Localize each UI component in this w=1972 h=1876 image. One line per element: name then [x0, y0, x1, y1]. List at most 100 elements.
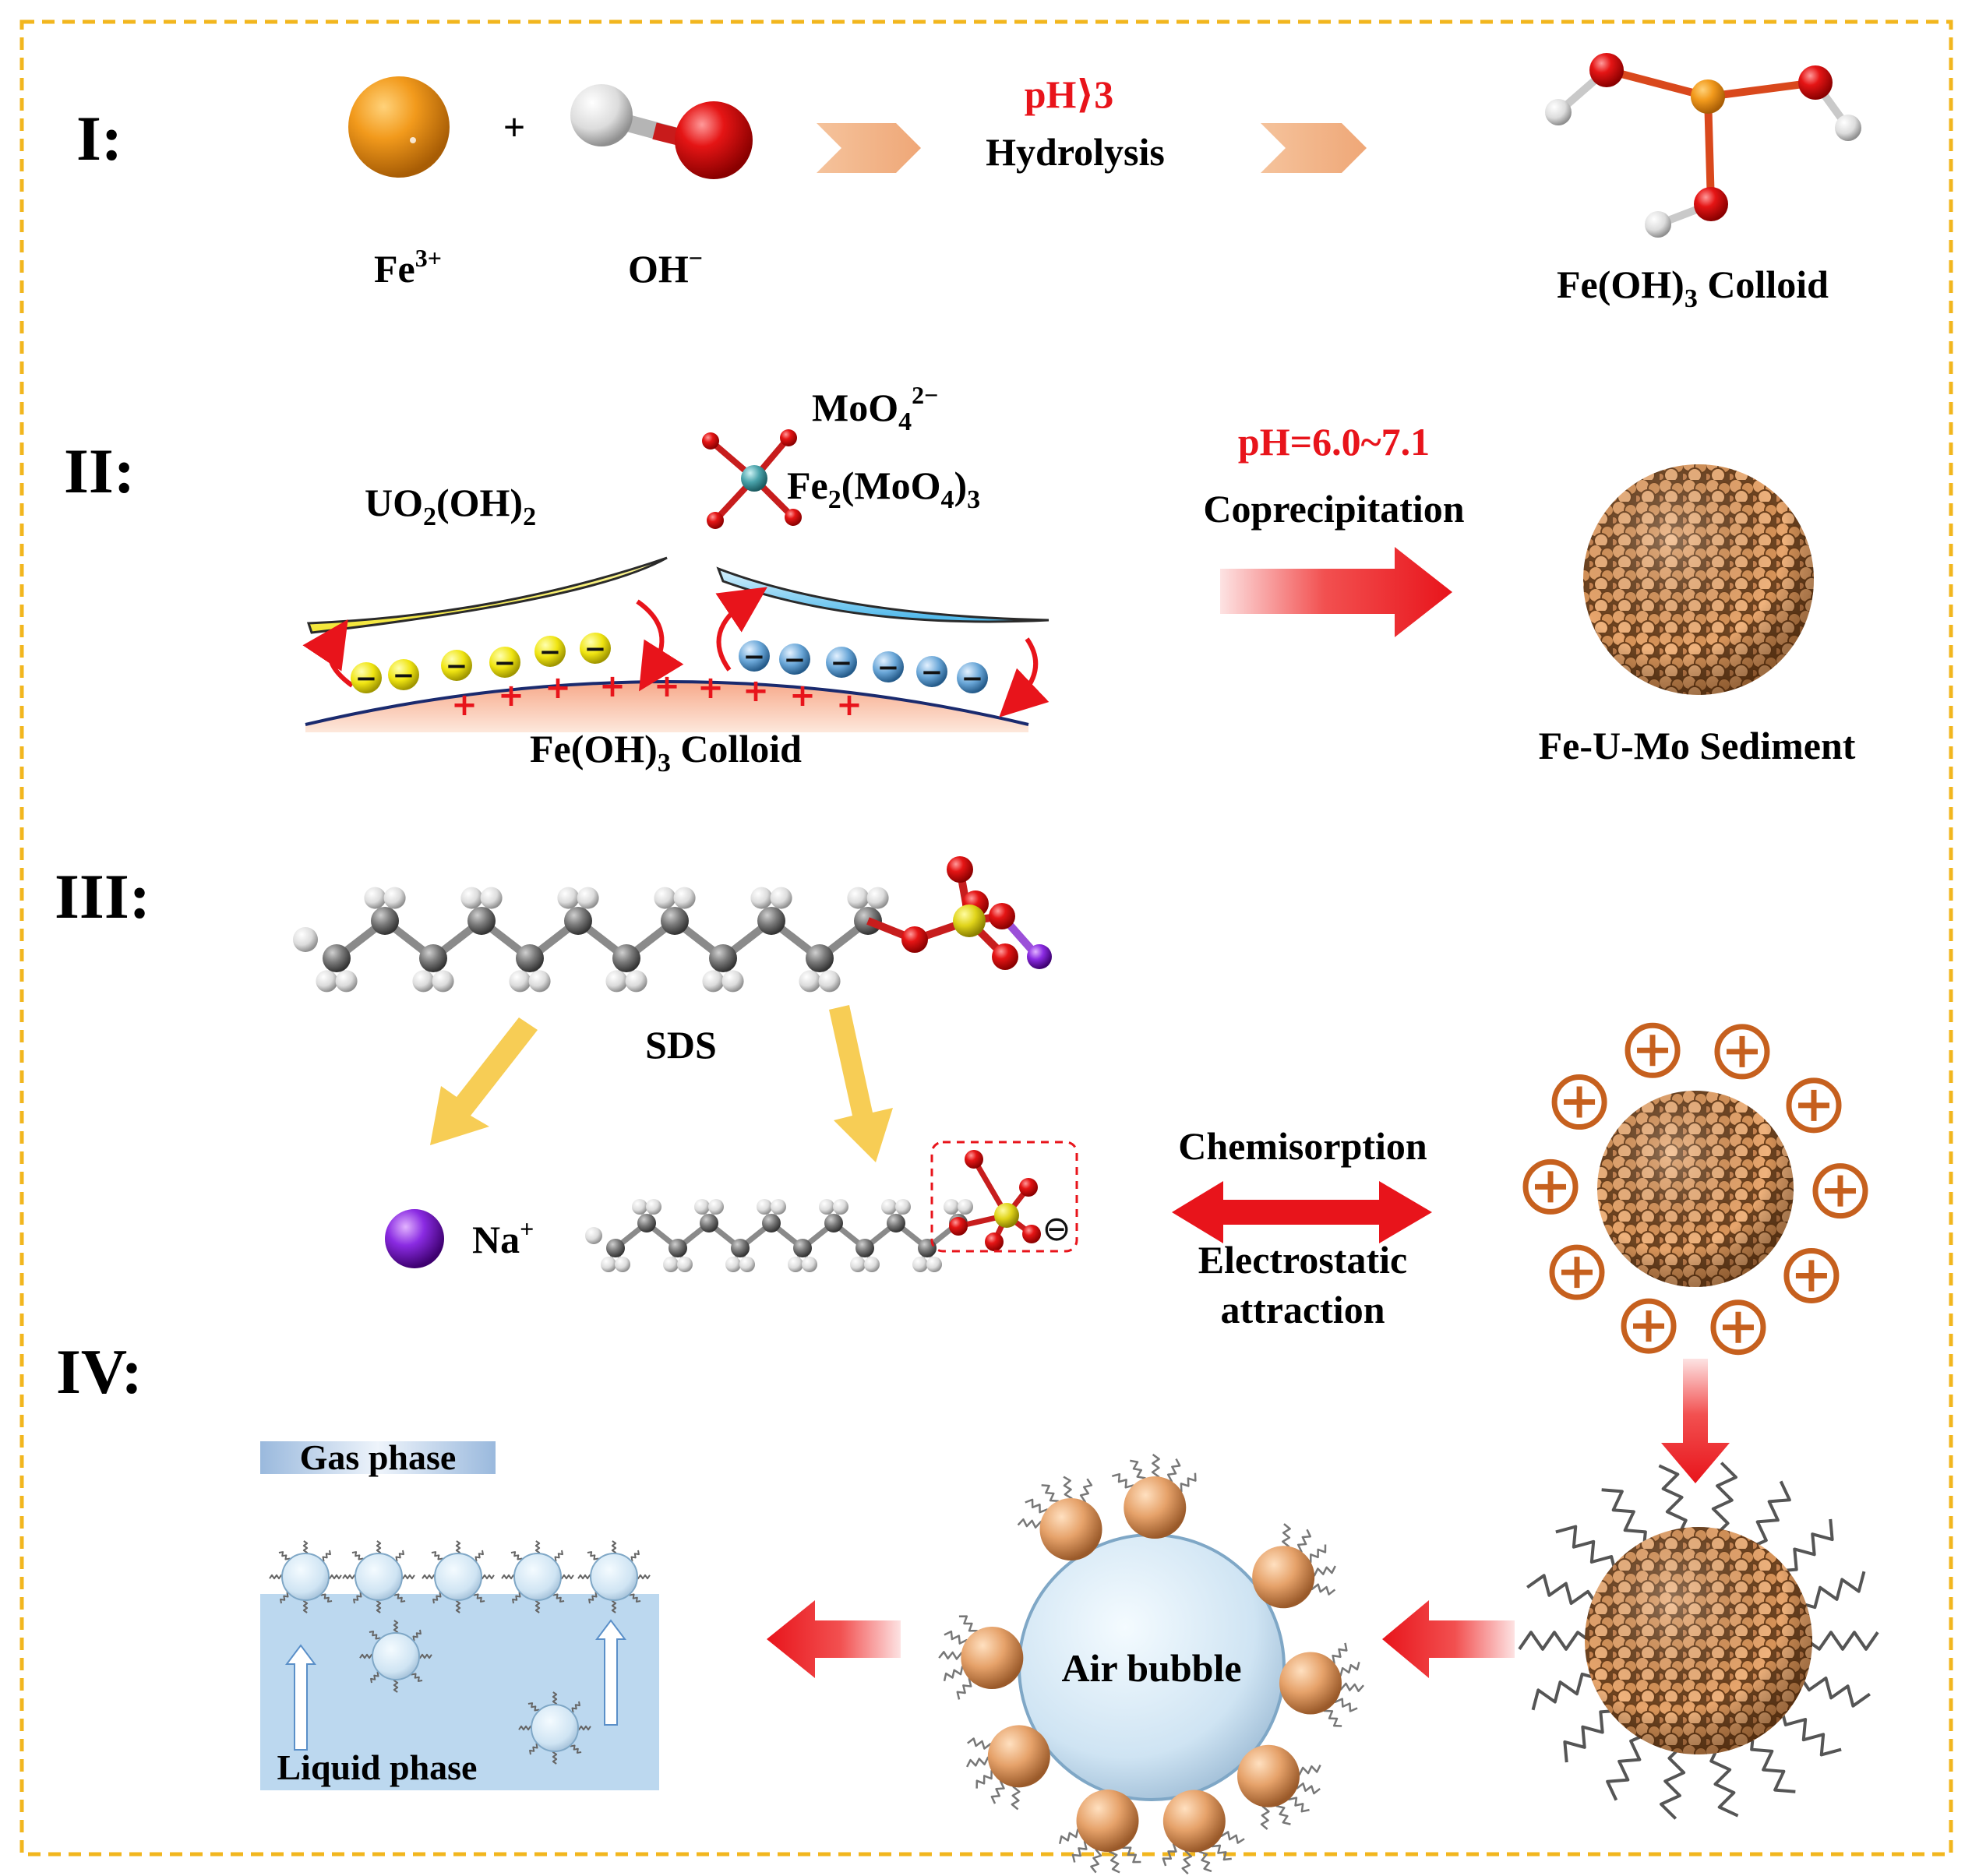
- molybdate-anion-group: −−−−−−: [739, 640, 988, 694]
- plus-sign: +: [503, 105, 526, 149]
- molybdate-anion: −: [957, 662, 988, 694]
- uranyl-anion: −: [580, 633, 611, 665]
- anion-minus-sign: −: [539, 636, 562, 668]
- coprecipitation-label: Coprecipitation: [1203, 487, 1464, 531]
- gas-phase-label: Gas phase: [300, 1437, 457, 1477]
- anion-minus-sign: −: [494, 647, 517, 679]
- molybdate-anion: −: [873, 651, 904, 683]
- chevron-arrow-left: [817, 123, 921, 173]
- double-arrow-icon: [1172, 1181, 1432, 1243]
- anion-minus-sign: −: [584, 633, 607, 665]
- left-arrow-1: [1382, 1600, 1515, 1678]
- hydroxide-label: OH−: [628, 244, 703, 291]
- uranyl-anion-group: −−−−−−: [351, 633, 611, 694]
- colloid-positive-charges: +++++++++: [451, 668, 863, 723]
- uranyl-hydroxide-label: UO2(OH)2: [365, 481, 536, 531]
- anion-minus-sign: −: [355, 663, 378, 694]
- colloid-surface: [305, 682, 1028, 732]
- anion-minus-sign: −: [961, 663, 984, 694]
- anion-minus-sign: −: [393, 660, 415, 691]
- dissociation-arrow-left: [430, 1017, 538, 1145]
- dissociation-arrow-right: [829, 1005, 893, 1162]
- section-label-iii: III:: [55, 861, 150, 932]
- moo4-tetrahedron-icon: [702, 429, 802, 529]
- uranyl-anion: −: [388, 659, 419, 691]
- chevron-arrow-right: [1261, 123, 1367, 173]
- positive-charge-badge: [1551, 1074, 1607, 1130]
- positive-charge-badge: [1812, 1163, 1868, 1219]
- molybdate-anion: −: [739, 640, 770, 672]
- anion-minus-sign: −: [877, 652, 900, 683]
- uranyl-anion: −: [441, 650, 472, 682]
- positive-charge: +: [498, 678, 524, 714]
- anion-minus-sign: −: [831, 647, 853, 679]
- positive-charge: +: [743, 673, 769, 709]
- anion-minus-sign: −: [446, 651, 468, 682]
- down-arrow: [1661, 1359, 1730, 1483]
- positive-charge-ring: [1522, 1022, 1868, 1356]
- uranyl-anion: −: [489, 647, 520, 679]
- molybdate-anion: −: [826, 647, 857, 679]
- chemisorption-label: Chemisorption: [1178, 1124, 1427, 1168]
- positive-charge-badge: [1549, 1244, 1605, 1300]
- positive-charge-badge: [1625, 1022, 1681, 1078]
- section-label-i: I:: [76, 103, 122, 174]
- molybdate-anion: −: [916, 656, 947, 688]
- molybdate-label: MoO42−: [812, 381, 938, 436]
- coprecipitation-condition: pH=6.0~7.1: [1238, 420, 1430, 464]
- anion-minus-sign: −: [784, 644, 806, 675]
- uranyl-layer: [306, 556, 668, 634]
- positive-charge: +: [836, 687, 863, 723]
- rise-arrow-left: [285, 1644, 316, 1751]
- electrostatic-label-line2: attraction: [1220, 1288, 1385, 1331]
- sodium-ion-sphere-icon: [385, 1209, 444, 1268]
- positive-charge-badge: [1621, 1298, 1677, 1354]
- fe-ion-sphere: [348, 76, 450, 178]
- positive-charge-badge: [1783, 1247, 1840, 1303]
- positive-charge-badge: [1786, 1077, 1842, 1134]
- sodium-ion-label: Na+: [472, 1215, 534, 1261]
- fe-oh3-colloid-label: Fe(OH)3 Colloid: [1557, 263, 1829, 313]
- fe-oh3-molecule: [1545, 53, 1861, 238]
- hydrolysis-condition: pH⟩3: [1025, 72, 1114, 116]
- rise-arrow-right: [595, 1619, 626, 1726]
- fe-ion-label: Fe3+: [374, 244, 442, 291]
- positive-charge: +: [599, 668, 626, 704]
- positive-charge: +: [697, 670, 724, 706]
- floating-bubbles: [269, 1540, 651, 1765]
- positive-charge: +: [654, 668, 680, 704]
- anion-minus-sign: −: [921, 657, 944, 688]
- sediment-label: Fe-U-Mo Sediment: [1539, 724, 1856, 767]
- dodecyl-sulfate-anion-icon: [585, 1150, 1041, 1272]
- positive-charge-badge: [1714, 1024, 1770, 1080]
- liquid-phase-label: Liquid phase: [277, 1747, 478, 1787]
- sds-label: SDS: [645, 1023, 717, 1067]
- anion-minus-sign: −: [743, 641, 766, 672]
- gas-phase-bar: [260, 1441, 496, 1474]
- molybdate-layer: [716, 566, 1049, 623]
- sediment-sphere-icon: [1583, 464, 1814, 695]
- flotation-cell: Gas phase Liquid phase: [260, 1437, 659, 1790]
- uranyl-anion: −: [351, 662, 382, 694]
- section-label-iv: IV:: [56, 1336, 143, 1407]
- left-arrow-2: [767, 1600, 901, 1678]
- air-bubble-label: Air bubble: [1061, 1646, 1241, 1690]
- particle-laden-bubble-icon: [938, 1453, 1364, 1875]
- sulfate-head-highlight: [930, 1141, 1078, 1253]
- anion-charge-sign: ⊖: [1042, 1209, 1071, 1249]
- positive-charge-badge: [1522, 1158, 1579, 1215]
- colloid-adsorption-schematic: [302, 556, 1049, 732]
- electrostatic-label-line1: Electrostatic: [1198, 1238, 1407, 1282]
- molybdate-anion: −: [779, 644, 810, 675]
- colloid-label-ii: Fe(OH)3 Colloid: [530, 727, 802, 778]
- sds-molecule-icon: [293, 856, 1052, 993]
- uranyl-anion: −: [534, 636, 566, 668]
- positive-charge: +: [789, 678, 816, 714]
- liquid-phase-box: [260, 1594, 659, 1790]
- surfactant-coated-particle-icon: [1518, 1462, 1879, 1820]
- coprecipitation-arrow: [1220, 547, 1452, 637]
- dashed-frame: [19, 19, 1953, 1857]
- positive-charge: +: [545, 670, 571, 706]
- iron-molybdate-label: Fe2(MoO4)3: [787, 464, 980, 514]
